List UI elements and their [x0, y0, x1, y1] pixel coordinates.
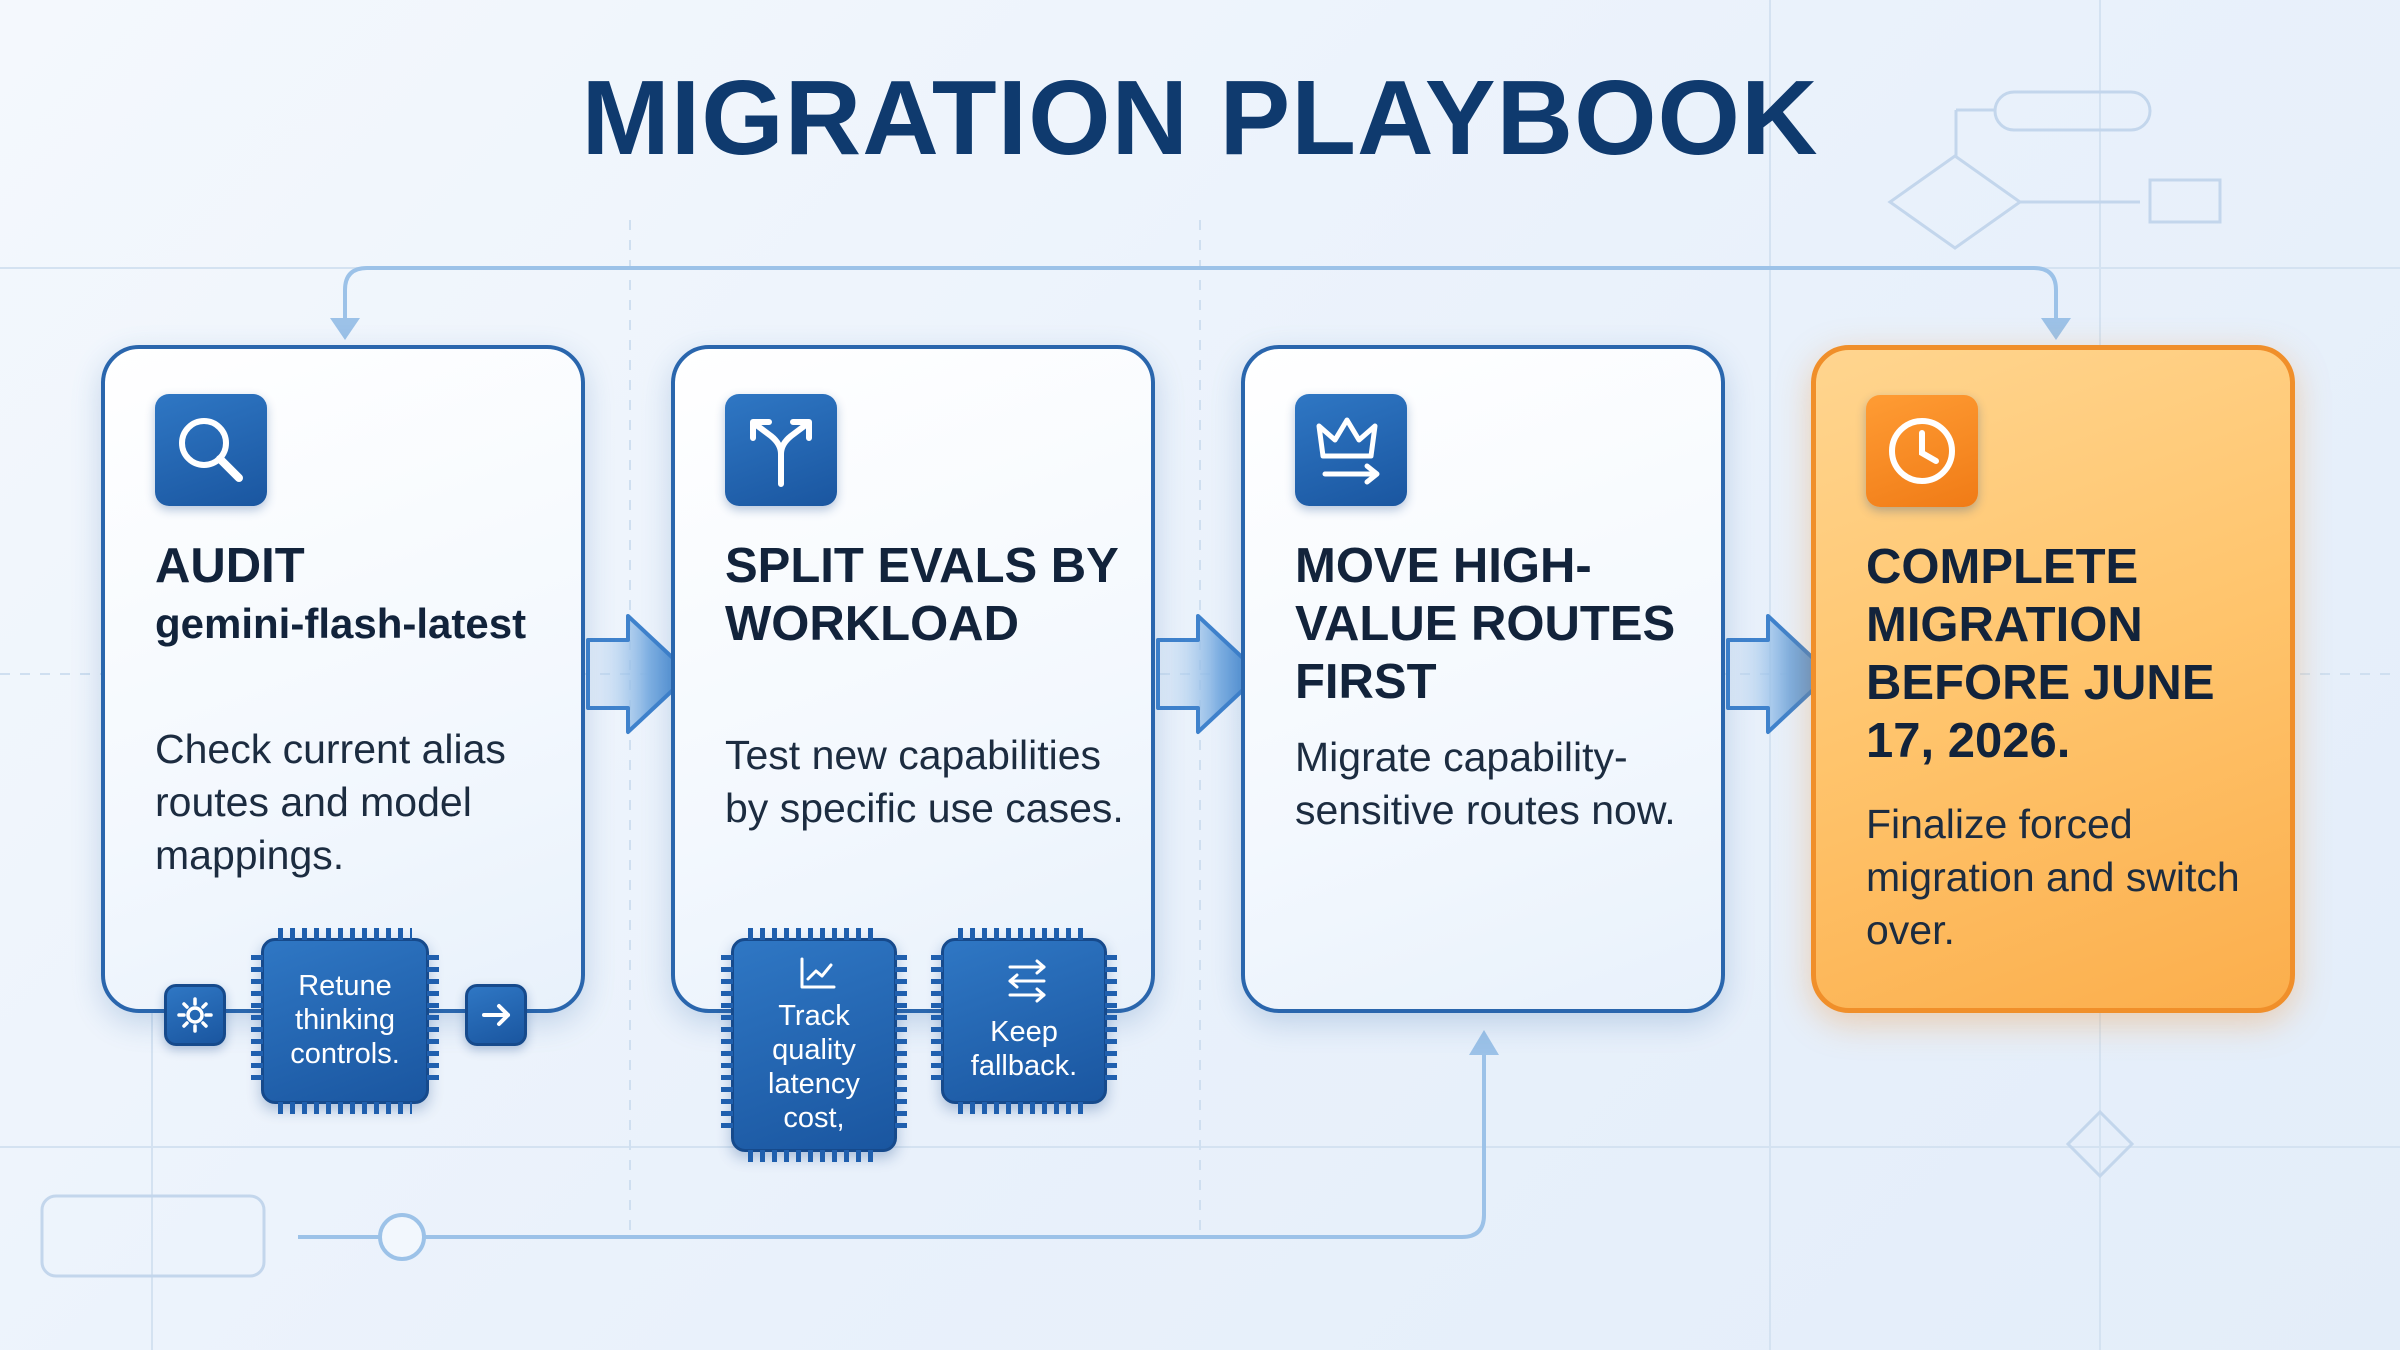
page-title: MIGRATION PLAYBOOK	[581, 59, 1819, 177]
step-description: Migrate capability-sensitive routes now.	[1295, 734, 1676, 833]
crown-arrow-icon	[1295, 394, 1407, 506]
trend-chart-icon	[800, 957, 836, 989]
arrow-right-icon[interactable]	[465, 984, 527, 1046]
search-icon	[155, 394, 267, 506]
clock-icon	[1866, 395, 1978, 507]
step-card-split-evals: SPLIT EVALS BY WORKLOAD Test new capabil…	[671, 345, 1155, 1013]
step-title: AUDIT gemini-flash-latest	[155, 537, 565, 653]
step-description: Test new capabilities by specific use ca…	[725, 732, 1124, 831]
step-card-audit: AUDIT gemini-flash-latest Check current …	[101, 345, 585, 1013]
step-title: SPLIT EVALS BY WORKLOAD	[725, 539, 1118, 651]
step-title: MOVE HIGH-VALUE ROUTES FIRST	[1295, 539, 1676, 709]
chip-retune-thinking: Retune thinking controls.	[251, 928, 439, 1114]
split-arrows-icon	[725, 394, 837, 506]
step-card-move-routes: MOVE HIGH-VALUE ROUTES FIRST Migrate cap…	[1241, 345, 1725, 1013]
step-title: COMPLETE MIGRATION BEFORE JUNE 17, 2026.	[1866, 540, 2215, 768]
step-card-complete-migration: COMPLETE MIGRATION BEFORE JUNE 17, 2026.…	[1811, 345, 2295, 1013]
step-description: Finalize forced migration and switch ove…	[1866, 801, 2240, 953]
step-subtitle: gemini-flash-latest	[155, 600, 527, 647]
chip-track-quality: Track quality latency cost,	[721, 928, 907, 1162]
step-description: Check current alias routes and model map…	[155, 726, 506, 878]
gear-icon[interactable]	[164, 984, 226, 1046]
chip-keep-fallback: Keep fallback.	[931, 928, 1117, 1114]
flow-arrow	[586, 614, 1832, 734]
swap-arrows-icon	[1008, 959, 1046, 1003]
